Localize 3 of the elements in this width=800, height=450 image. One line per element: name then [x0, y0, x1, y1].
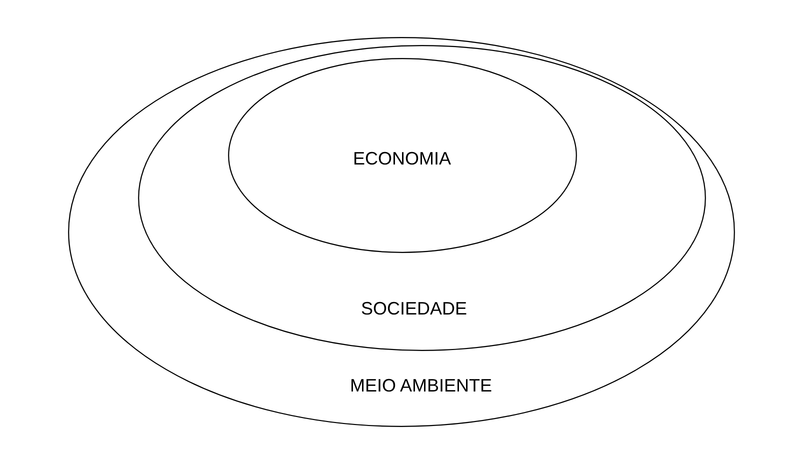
region-label: SOCIEDADE	[360, 298, 468, 320]
region-label: ECONOMIA	[353, 148, 451, 170]
region-label: MEIO AMBIENTE	[350, 376, 492, 396]
